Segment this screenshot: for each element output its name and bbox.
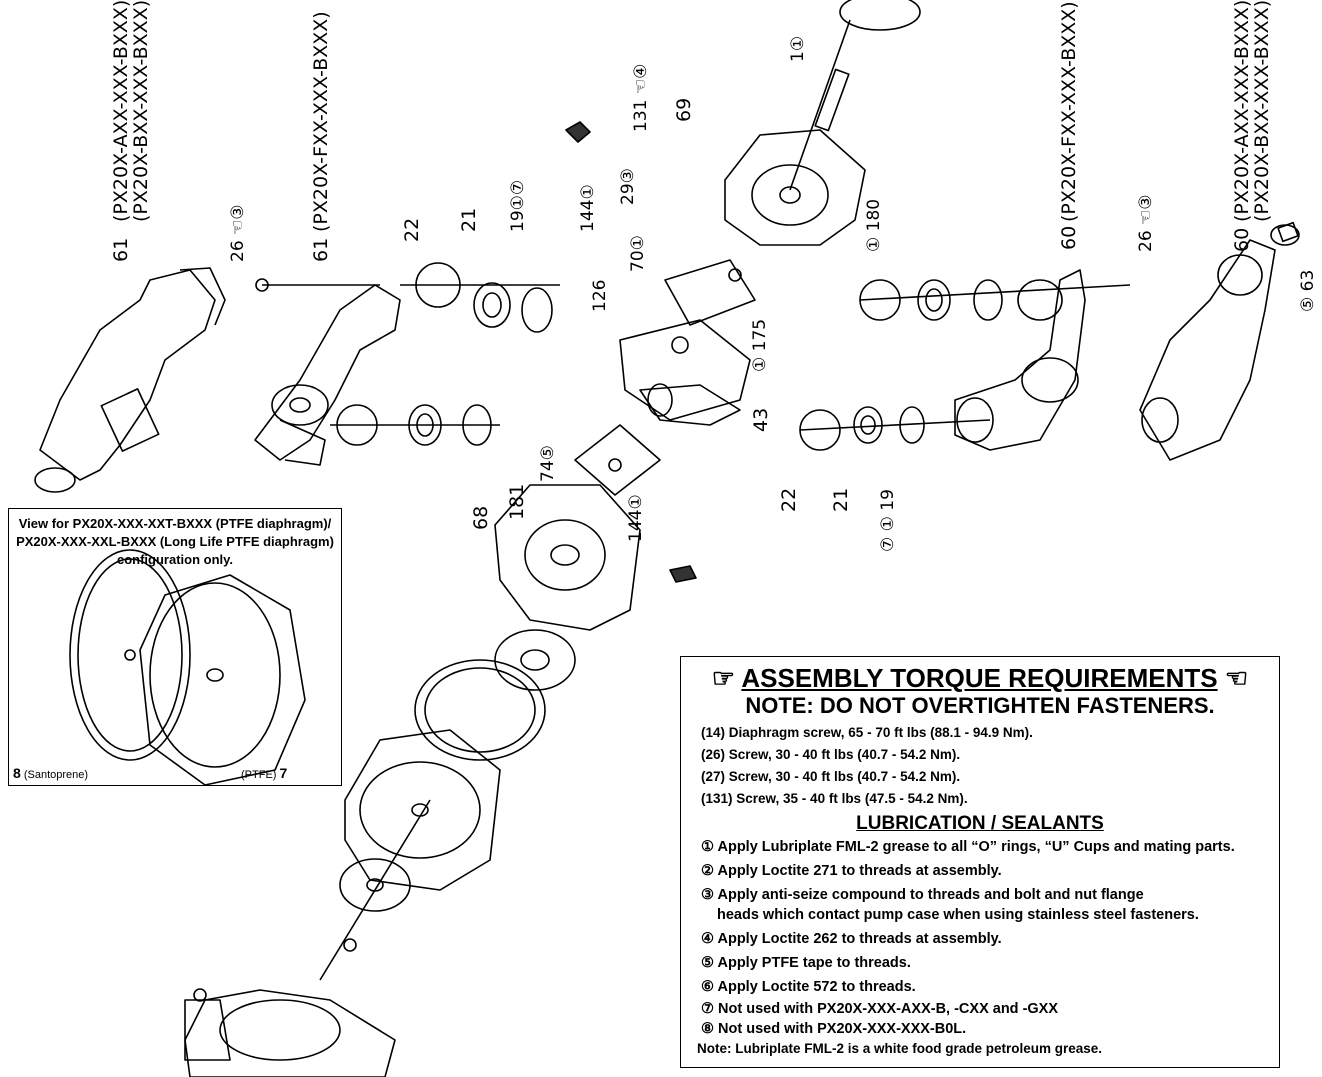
lubrication-row: ⑥ Apply Loctite 572 to threads. <box>701 979 916 995</box>
part-68-label: 68 <box>470 505 492 530</box>
manifold-61-left <box>34 267 226 493</box>
part-180-label: ① 180 <box>864 198 884 252</box>
model-f-left-label: (PX20X-FXX-XXX-BXXX) <box>310 11 332 232</box>
part-61-label: 61 <box>110 237 132 262</box>
lubrication-title: LUBRICATION / SEALANTS <box>856 813 1104 834</box>
ptfe-caption: (PTFE) 7 <box>241 765 287 781</box>
santoprene-material: (Santoprene) <box>23 769 89 781</box>
model-a-right-label: (PX20X-AXX-XXX-BXXX) <box>1231 0 1253 222</box>
torque-row: (14) Diaphragm screw, 65 - 70 ft lbs (88… <box>701 725 1033 740</box>
model-b-left-label: (PX20X-BXX-XXX-BXXX) <box>130 0 152 222</box>
santoprene-part-number: 8 <box>13 765 21 781</box>
inset-title: View for PX20X-XXX-XXT-BXXX (PTFE diaphr… <box>9 515 341 569</box>
model-f-right-label: (PX20X-FXX-XXX-BXXX) <box>1058 1 1080 222</box>
air-chamber-69 <box>724 0 921 246</box>
torque-row: (27) Screw, 30 - 40 ft lbs (40.7 - 54.2 … <box>701 769 961 784</box>
part-131-label: 131 ☜④ <box>631 63 651 132</box>
pointing-hand-left-icon: ☞ <box>711 663 736 693</box>
torque-note: NOTE: DO NOT OVERTIGHTEN FASTENERS. <box>745 693 1215 718</box>
lubrication-row: ⑦ Not used with PX20X-XXX-AXX-B, -CXX an… <box>701 1001 1059 1017</box>
center-block-43 <box>619 319 751 426</box>
ptfe-material: (PTFE) <box>241 769 277 781</box>
lubrication-row: ③ Apply anti-seize compound to threads a… <box>701 887 1144 903</box>
part-144-top-label: 144① <box>578 184 598 232</box>
part-70-label: 70① <box>628 235 648 272</box>
part-126-label: 126 <box>590 279 610 312</box>
lubrication-row: ① Apply Lubriplate FML-2 grease to all “… <box>701 839 1235 855</box>
lubrication-row: ⑧ Not used with PX20X-XXX-XXX-B0L. <box>701 1021 967 1037</box>
inset-title-line: View for PX20X-XXX-XXT-BXXX (PTFE diaphr… <box>18 516 332 531</box>
part-22-left-label: 22 <box>401 217 423 242</box>
part-21-right-label: 21 <box>830 487 852 512</box>
lubrication-row: ② Apply Loctite 271 to threads at assemb… <box>701 863 1002 879</box>
part-63-label: ⑤ 63 <box>1298 269 1318 312</box>
part-175-label: ① 175 <box>750 318 770 372</box>
inset-title-line: PX20X-XXX-XXL-BXXX (Long Life PTFE diaph… <box>16 534 334 549</box>
part-74-label: 74⑤ <box>538 445 558 482</box>
part-22-right-label: 22 <box>778 487 800 512</box>
ptfe-diaphragm-inset: View for PX20X-XXX-XXT-BXXX (PTFE diaphr… <box>8 508 342 786</box>
part-43-label: 43 <box>750 407 772 432</box>
part-26-right-label: 26 ☜③ <box>1136 194 1156 252</box>
part-60-f-label: 60 <box>1058 225 1080 250</box>
part-19-left-label: 19①⑦ <box>508 179 528 232</box>
lubrication-row: ⑤ Apply PTFE tape to threads. <box>701 955 911 971</box>
part-69-label: 69 <box>673 97 695 122</box>
santoprene-caption: 8 (Santoprene) <box>13 765 88 781</box>
model-a-left-label: (PX20X-AXX-XXX-BXXX) <box>110 0 132 222</box>
manifold-61-f <box>254 284 401 466</box>
ptfe-part-number: 7 <box>279 765 288 781</box>
part-1-label: 1① <box>788 35 808 62</box>
torque-row: (131) Screw, 35 - 40 ft lbs (47.5 - 54.2… <box>701 791 968 806</box>
air-chamber-68 <box>494 484 641 631</box>
part-60-a-label: 60 <box>1231 227 1253 252</box>
part-26-left-label: 26 ☜③ <box>228 204 248 262</box>
torque-title-text: ASSEMBLY TORQUE REQUIREMENTS <box>741 663 1218 693</box>
manifold-60-f <box>954 269 1086 451</box>
part-29-label: 29③ <box>618 168 638 205</box>
part-61-f-label: 61 <box>310 237 332 262</box>
pointing-hand-right-icon: ☜ <box>1224 663 1249 693</box>
assembly-torque-box: ☞ ASSEMBLY TORQUE REQUIREMENTS ☜ NOTE: D… <box>680 656 1280 1068</box>
inset-title-line: configuration only. <box>116 552 234 567</box>
part-21-left-label: 21 <box>458 207 480 232</box>
manifold-60-a <box>1139 221 1300 461</box>
model-b-right-label: (PX20X-BXX-XXX-BXXX) <box>1251 0 1273 222</box>
lubrication-row: heads which contact pump case when using… <box>717 907 1199 923</box>
footnote: Note: Lubriplate FML-2 is a white food g… <box>697 1041 1103 1056</box>
part-181-label: 181 <box>506 483 528 520</box>
lubrication-row: ④ Apply Loctite 262 to threads at assemb… <box>701 931 1002 947</box>
torque-row: (26) Screw, 30 - 40 ft lbs (40.7 - 54.2 … <box>701 747 961 762</box>
part-19-right-label: ⑦ ① 19 <box>878 489 898 552</box>
torque-title: ☞ ASSEMBLY TORQUE REQUIREMENTS ☜ <box>681 663 1279 694</box>
part-144-bottom-label: 144① <box>626 494 646 542</box>
